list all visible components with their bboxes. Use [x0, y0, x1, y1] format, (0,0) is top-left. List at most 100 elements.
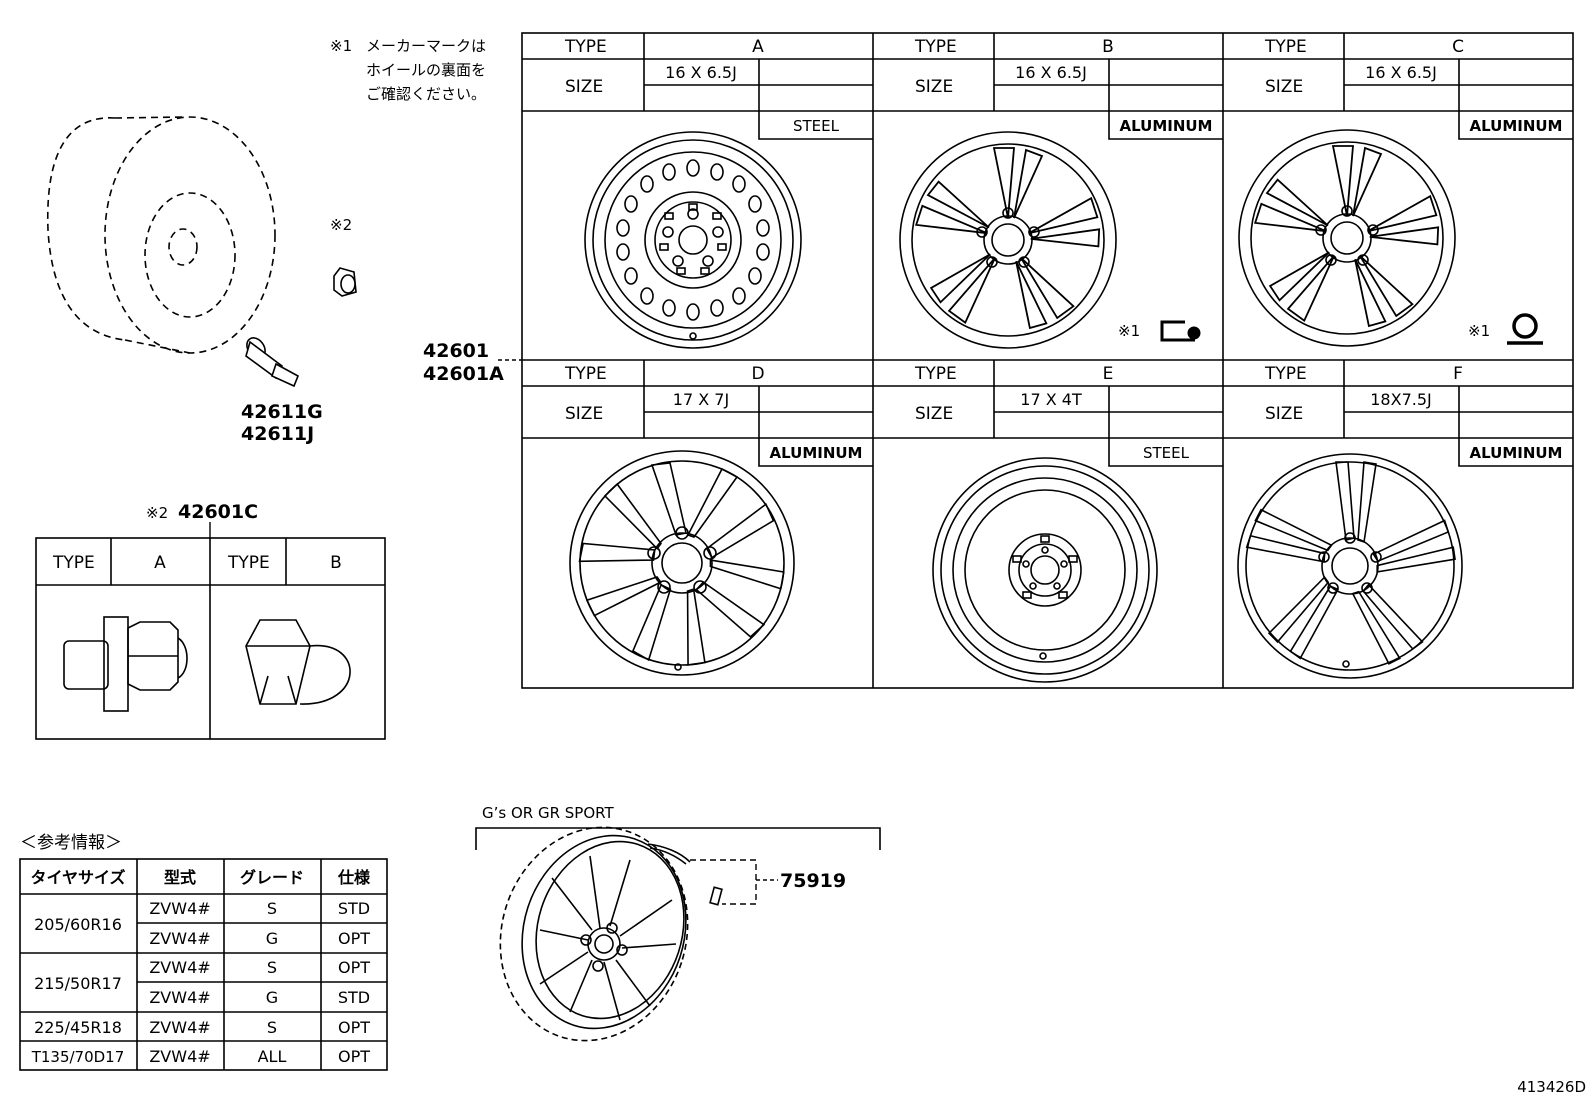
wheel-material-d: ALUMINUM: [770, 444, 863, 462]
gs-bracket: [475, 827, 881, 850]
wheel-b-alloy: [899, 131, 1117, 349]
wheel-type-table: [521, 32, 1574, 689]
reference-title: ＜参考情報＞: [20, 833, 122, 853]
wheel-a-steel: [584, 131, 802, 349]
size-label-f: SIZE: [1265, 404, 1303, 424]
size-label-b: SIZE: [915, 77, 953, 97]
size-label-d: SIZE: [565, 404, 603, 424]
nut-type-label-b: TYPE: [227, 553, 270, 573]
wheel-size-b: 16 X 6.5J: [1015, 63, 1087, 82]
wheel-type-c: C: [1452, 37, 1464, 57]
ref-tire-1: 205/60R16: [34, 915, 122, 934]
wheel-type-f: F: [1453, 364, 1463, 384]
wheel-d-alloy: [569, 450, 795, 676]
ref-cell: OPT: [338, 929, 370, 948]
reference-headers: タイヤサイズ 型式 グレード 仕様: [30, 868, 371, 887]
nut-part-label: ※2 42601C: [146, 501, 258, 523]
diagram-id: 413426D: [1517, 1078, 1586, 1096]
type-label-a: TYPE: [564, 37, 607, 57]
size-label-e: SIZE: [915, 404, 953, 424]
ref-cell: ZVW4#: [149, 899, 210, 918]
wheel-material-b: ALUMINUM: [1120, 117, 1213, 135]
ref-cell: OPT: [338, 1018, 370, 1037]
wheel-size-f: 18X7.5J: [1370, 390, 1431, 409]
size-label-a: SIZE: [565, 77, 603, 97]
nut-note-mark: ※2: [330, 216, 352, 234]
gs-accent-stripe: [647, 843, 723, 906]
wheel-sizes: 16 X 6.5J 16 X 6.5J 16 X 6.5J 17 X 7J 17…: [665, 63, 1437, 409]
wheel-type-letters: A B C D E F: [751, 37, 1463, 384]
wheel-size-c: 16 X 6.5J: [1365, 63, 1437, 82]
gs-part-number: 75919: [780, 870, 846, 892]
reference-rows: 205/60R16 ZVW4# S STD ZVW4# G OPT 215/50…: [31, 899, 371, 1066]
gs-leader: [690, 859, 757, 905]
wheel-type-d: D: [751, 364, 764, 384]
wheel-f-alloy: [1237, 453, 1463, 679]
ref-cell: ZVW4#: [149, 988, 210, 1007]
nut-type-label-a: TYPE: [52, 553, 95, 573]
svg-text:ホイールの裏面を: ホイールの裏面を: [366, 61, 486, 79]
svg-text:メーカーマークは: メーカーマークは: [366, 37, 486, 55]
wheel-size-e: 17 X 4T: [1020, 390, 1082, 409]
svg-text:※1: ※1: [330, 37, 352, 55]
svg-text:ご確認ください。: ご確認ください。: [366, 85, 486, 103]
reference-table: [19, 858, 388, 1071]
nut-b-icon: [245, 619, 351, 705]
wheel-material-c: ALUMINUM: [1470, 117, 1563, 135]
nut-a-icon: [63, 616, 188, 712]
ref-header-model: 型式: [164, 868, 196, 887]
ref-header-grade: グレード: [240, 868, 304, 887]
ref-cell: STD: [338, 899, 370, 918]
type-label-e: TYPE: [914, 364, 957, 384]
lug-nut-icon: [333, 267, 357, 297]
ref-tire-2: 215/50R17: [34, 974, 122, 993]
nut-type-a: A: [154, 553, 166, 573]
nut-type-b: B: [330, 553, 342, 573]
wheel-material-f: ALUMINUM: [1470, 444, 1563, 462]
ref-cell: S: [267, 958, 277, 977]
ref-cell: ZVW4#: [149, 929, 210, 948]
type-label-d: TYPE: [564, 364, 607, 384]
wheel-size-a: 16 X 6.5J: [665, 63, 737, 82]
maker-mark-note: ※1 メーカーマークは ホイールの裏面を ご確認ください。: [330, 37, 486, 103]
ref-cell: ALL: [258, 1047, 287, 1066]
ref-cell: OPT: [338, 1047, 370, 1066]
maker-mark-note-c: ※1: [1468, 322, 1490, 340]
wheel-part-number-2: 42601A: [423, 363, 504, 385]
valve-part-number-1: 42611G: [241, 401, 323, 423]
ref-cell: S: [267, 899, 277, 918]
ref-tire-4: T135/70D17: [31, 1048, 125, 1066]
wheel-type-b: B: [1102, 37, 1114, 57]
gs-wheel: [499, 826, 689, 1042]
svg-text:42601C: 42601C: [178, 501, 258, 523]
maker-logo-b-icon: [1160, 320, 1201, 342]
ref-cell: STD: [338, 988, 370, 1007]
ref-header-spec: 仕様: [337, 868, 371, 887]
wheel-e-spare: [932, 457, 1158, 683]
gs-label: G’s OR GR SPORT: [482, 804, 614, 822]
tire-illustration: [47, 116, 276, 354]
wheel-type-a: A: [752, 37, 764, 57]
wheel-part-number-1: 42601: [423, 340, 489, 362]
wheel-type-e: E: [1103, 364, 1114, 384]
ref-cell: OPT: [338, 958, 370, 977]
svg-text:※2: ※2: [146, 504, 168, 522]
wheel-material-e: STEEL: [1143, 444, 1190, 462]
maker-mark-note-b: ※1: [1118, 322, 1140, 340]
type-label-f: TYPE: [1264, 364, 1307, 384]
wheel-size-d: 17 X 7J: [673, 390, 729, 409]
maker-logo-c-icon: [1507, 313, 1543, 345]
size-label-c: SIZE: [1265, 77, 1303, 97]
ref-cell: ZVW4#: [149, 1047, 210, 1066]
valve-stem-icon: [245, 337, 300, 388]
ref-tire-3: 225/45R18: [34, 1018, 122, 1037]
ref-cell: G: [266, 929, 278, 948]
wheel-materials: STEEL ALUMINUM ALUMINUM ALUMINUM STEEL A…: [770, 117, 1563, 462]
ref-cell: G: [266, 988, 278, 1007]
wheel-c-alloy: [1238, 129, 1456, 347]
wheel-material-a: STEEL: [793, 117, 840, 135]
nut-type-table: [35, 537, 386, 740]
valve-part-number-2: 42611J: [241, 423, 314, 445]
type-label-c: TYPE: [1264, 37, 1307, 57]
